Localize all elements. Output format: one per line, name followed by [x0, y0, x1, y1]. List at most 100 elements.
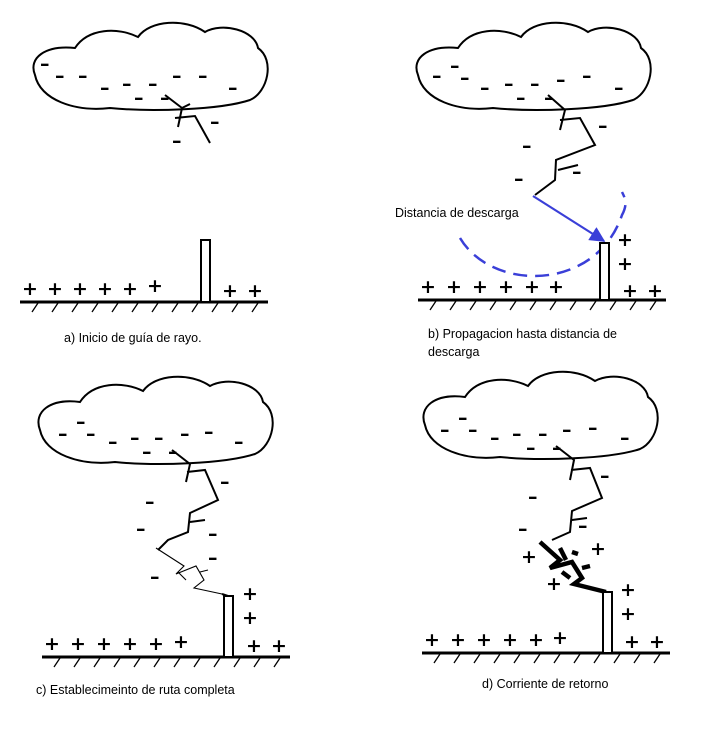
svg-text:+: + — [122, 278, 138, 300]
svg-text:–: – — [148, 73, 158, 95]
svg-text:–: – — [160, 87, 170, 109]
panel-d: –– –– –– –– –– – –– –– ++ + ++ ++ ++ ++ … — [422, 370, 670, 691]
svg-text:–: – — [55, 65, 65, 87]
svg-text:–: – — [58, 423, 68, 445]
cloud-negative-charges: –– –– –– –– –– – — [432, 55, 624, 109]
svg-text:–: – — [600, 465, 610, 487]
svg-text:+: + — [148, 633, 164, 655]
svg-text:–: – — [480, 77, 490, 99]
ground-hatching — [53, 657, 281, 668]
panel-a: –– –– –– –– –– – –– ++ ++ ++ ++ a) Inici… — [20, 21, 269, 345]
svg-text:–: – — [530, 73, 540, 95]
svg-text:–: – — [582, 65, 592, 87]
leader-negative-charges: –– — [172, 111, 220, 152]
tower — [602, 591, 613, 654]
svg-text:+: + — [647, 280, 663, 302]
svg-text:–: – — [556, 69, 566, 91]
svg-text:–: – — [136, 518, 146, 540]
svg-text:–: – — [40, 53, 50, 75]
svg-text:+: + — [446, 276, 462, 298]
svg-text:–: – — [514, 168, 524, 190]
svg-text:–: – — [76, 411, 86, 433]
ground-positive-charges: ++ ++ ++ ++ — [22, 275, 263, 302]
ground-hatching — [429, 300, 657, 311]
svg-text:–: – — [538, 423, 548, 445]
svg-text:–: – — [588, 417, 598, 439]
svg-text:+: + — [222, 280, 238, 302]
svg-text:–: – — [614, 77, 624, 99]
svg-text:–: – — [518, 518, 528, 540]
leader-negative-charges: –– –– — [518, 465, 610, 540]
svg-text:–: – — [468, 419, 478, 441]
caption-c: c) Establecimeinto de ruta completa — [36, 683, 235, 697]
storm-cloud — [32, 21, 269, 111]
svg-text:+: + — [524, 276, 540, 298]
storm-cloud — [422, 370, 659, 460]
tower — [599, 242, 610, 301]
svg-text:–: – — [526, 437, 536, 459]
svg-text:–: – — [562, 419, 572, 441]
caption-b-line-1: b) Propagacion hasta distancia de — [428, 327, 617, 341]
svg-text:+: + — [22, 278, 38, 300]
svg-text:+: + — [521, 546, 537, 568]
svg-text:+: + — [271, 635, 287, 657]
svg-text:–: – — [198, 65, 208, 87]
svg-text:+: + — [476, 629, 492, 651]
ground-positive-charges: ++ ++ ++ ++ ++ — [44, 583, 287, 657]
svg-text:–: – — [598, 115, 608, 137]
svg-text:–: – — [490, 427, 500, 449]
svg-text:+: + — [173, 631, 189, 653]
svg-text:–: – — [172, 130, 182, 152]
panel-b: –– –– –– –– –– – –– –– Distancia de desc… — [395, 21, 666, 359]
svg-text:–: – — [180, 423, 190, 445]
ground-positive-charges: ++ ++ ++ ++ ++ — [424, 579, 665, 653]
caption-a: a) Inicio de guía de rayo. — [64, 331, 202, 345]
svg-text:–: – — [516, 87, 526, 109]
svg-text:+: + — [548, 276, 564, 298]
ground-hatching — [433, 653, 661, 664]
svg-text:+: + — [424, 629, 440, 651]
svg-text:–: – — [460, 67, 470, 89]
svg-text:–: – — [86, 423, 96, 445]
svg-text:–: – — [522, 135, 532, 157]
svg-text:+: + — [246, 635, 262, 657]
svg-text:–: – — [150, 566, 160, 588]
svg-text:–: – — [544, 87, 554, 109]
svg-text:–: – — [552, 437, 562, 459]
svg-text:–: – — [234, 431, 244, 453]
svg-text:–: – — [432, 65, 442, 87]
striking-distance-arrow — [532, 195, 606, 242]
svg-text:+: + — [617, 253, 633, 275]
svg-text:–: – — [142, 441, 152, 463]
ground-positive-charges: ++ ++ ++ ++ ++ — [420, 229, 663, 302]
stepped-leader — [164, 94, 211, 144]
svg-text:+: + — [47, 278, 63, 300]
svg-text:–: – — [168, 441, 178, 463]
svg-text:+: + — [528, 629, 544, 651]
svg-text:–: – — [504, 73, 514, 95]
stepped-leader — [534, 94, 597, 196]
svg-text:–: – — [100, 77, 110, 99]
caption-b-line-2: descarga — [428, 345, 479, 359]
svg-text:–: – — [130, 427, 140, 449]
svg-text:+: + — [242, 607, 258, 629]
svg-text:+: + — [617, 229, 633, 251]
svg-text:+: + — [590, 538, 606, 560]
svg-text:–: – — [108, 431, 118, 453]
svg-text:+: + — [122, 633, 138, 655]
svg-text:–: – — [528, 486, 538, 508]
leader-negative-charges: –– –– –– — [136, 471, 230, 588]
svg-text:+: + — [624, 631, 640, 653]
svg-text:–: – — [78, 65, 88, 87]
stepped-leader — [551, 445, 604, 541]
return-stroke-channel — [538, 540, 607, 595]
svg-text:+: + — [97, 278, 113, 300]
svg-text:–: – — [154, 427, 164, 449]
svg-text:+: + — [420, 276, 436, 298]
svg-text:+: + — [622, 280, 638, 302]
cloud-negative-charges: –– –– –– –– –– – — [58, 411, 244, 463]
upward-connecting-leader — [155, 547, 223, 595]
svg-text:–: – — [208, 523, 218, 545]
svg-text:+: + — [247, 280, 263, 302]
